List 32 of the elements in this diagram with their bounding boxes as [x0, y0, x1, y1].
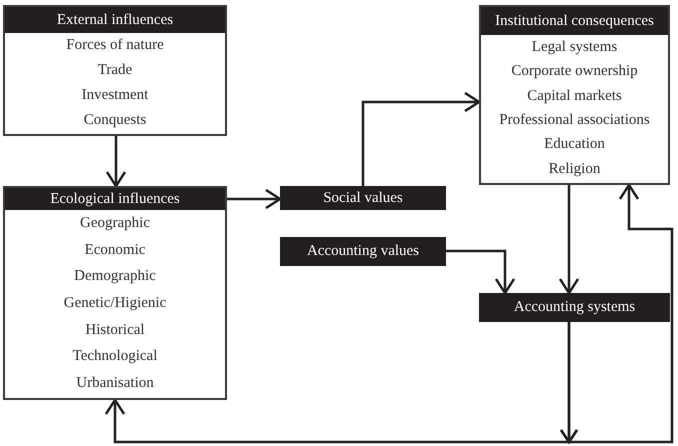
list-item: Investment: [82, 86, 148, 104]
list-item: Corporate ownership: [511, 62, 638, 80]
panel-heading: Institutional consequences: [481, 7, 668, 35]
list-panel: [479, 5, 670, 185]
list-item: Urbanisation: [76, 374, 154, 392]
arrow: [362, 92, 480, 186]
list-item: Genetic/Higienic: [64, 294, 166, 312]
list-item: Religion: [548, 160, 600, 178]
list-item: Forces of nature: [66, 36, 164, 54]
label-banner: Accounting values: [280, 237, 446, 266]
label-banner: Social values: [280, 186, 446, 210]
list-item: Legal systems: [532, 38, 618, 56]
list-panel: [3, 5, 227, 136]
list-item: Historical: [85, 320, 145, 339]
list-item: Technological: [72, 347, 158, 366]
panel-heading: Ecological influences: [5, 188, 225, 210]
list-panel: [3, 186, 227, 400]
list-item: Conquests: [84, 110, 146, 129]
arrow: [227, 188, 282, 210]
panel-heading: External influences: [5, 7, 225, 33]
list-item: Geographic: [80, 214, 150, 232]
list-item: Professional associations: [499, 111, 650, 130]
arrow: [446, 250, 516, 294]
label-banner: Accounting systems: [479, 293, 670, 322]
arrow: [558, 185, 580, 294]
arrow: [106, 136, 126, 188]
list-item: Education: [544, 135, 605, 154]
list-item: Economic: [84, 240, 146, 259]
list-item: Capital markets: [527, 86, 622, 105]
list-item: Demographic: [74, 267, 156, 286]
list-item: Trade: [98, 61, 132, 80]
arrow: [560, 184, 674, 444]
